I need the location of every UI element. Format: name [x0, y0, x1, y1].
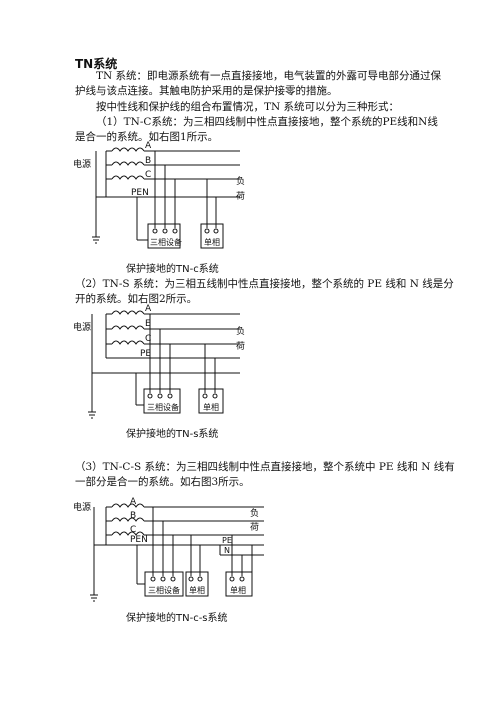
paragraph-1-line-2: 护线与该点连接。其触电防护采用的是保护接零的措施。 [75, 85, 338, 97]
d3-single-phase-label-1: 单相 [189, 585, 205, 595]
paragraph-4-line-2: 开的系统。如右图2所示。 [75, 293, 198, 305]
d3-three-phase-label: 三相设备 [148, 585, 180, 595]
single-phase-box [200, 223, 224, 249]
d3-source-label: 电源 [73, 501, 91, 513]
load-label-top: 负 [236, 175, 245, 187]
section-title: TN系统 [75, 57, 118, 71]
line-pen-label: PEN [131, 188, 149, 198]
d3-line-a-label: A [130, 497, 137, 507]
coil-a [111, 147, 145, 152]
paragraph-1-line-1: TN 系统：即电源系统有一点直接接地，电气装置的外露可导电部分通过保 [96, 70, 442, 82]
d2-three-phase-label: 三相设备 [147, 402, 179, 412]
d2-line-pe-label: PE [140, 349, 151, 359]
line-c-label: C [145, 170, 151, 180]
d3-load-label-bottom: 荷 [250, 522, 259, 533]
line-a-label: A [145, 141, 152, 151]
d3-line-c-label: C [130, 525, 136, 535]
line-b-label: B [145, 156, 151, 166]
d3-line-pen-label: PEN [130, 535, 148, 545]
d2-source-label: 电源 [73, 321, 91, 333]
d3-line-n-label: N [224, 546, 230, 555]
paragraph-3-line-1: （1）TN-C系统：为三相四线制中性点直接接地，整个系统的PE线和N线 [96, 116, 438, 128]
d3-single-phase-label-2: 单相 [230, 585, 246, 595]
diagram-3-caption: 保护接地的TN-c-s系统 [126, 611, 228, 624]
d3-line-pe-label: PE [222, 536, 232, 545]
d2-line-a-label: A [145, 304, 152, 314]
three-phase-box [147, 223, 181, 249]
coil-c [111, 175, 145, 180]
d2-load-label-top: 负 [236, 325, 245, 337]
paragraph-5-line-1: （3）TN-C-S 系统：为三相四线制中性点直接接地，整个系统中 PE 线和 N… [75, 461, 455, 473]
d2-line-c-label: C [145, 334, 151, 344]
load-label-bottom: 荷 [236, 191, 245, 202]
d3-load-label-top: 负 [250, 507, 259, 519]
coil-b [111, 161, 145, 166]
source-label: 电源 [73, 158, 91, 170]
diagram-2-caption: 保护接地的TN-s系统 [126, 427, 218, 440]
paragraph-4-line-1: （2）TN-S 系统：为三相五线制中性点直接接地，整个系统的 PE 线和 N 线… [75, 278, 454, 290]
d2-load-label-bottom: 荷 [236, 341, 245, 352]
d2-line-b-label: E [145, 319, 151, 329]
three-phase-label: 三相设备 [150, 237, 182, 247]
d3-line-b-label: B [130, 511, 136, 521]
single-phase-label: 单相 [204, 237, 220, 247]
diagram-1-caption: 保护接地的TN-c系统 [126, 262, 219, 275]
d2-single-phase-label: 单相 [203, 402, 219, 412]
paragraph-3-line-2: 是合一的系统。如右图1所示。 [75, 131, 219, 143]
paragraph-5-line-2: 一部分是合一的系统。如右图3所示。 [75, 476, 250, 488]
paragraph-2: 按中性线和保护线的组合布置情况，TN 系统可以分为三种形式： [96, 101, 400, 113]
